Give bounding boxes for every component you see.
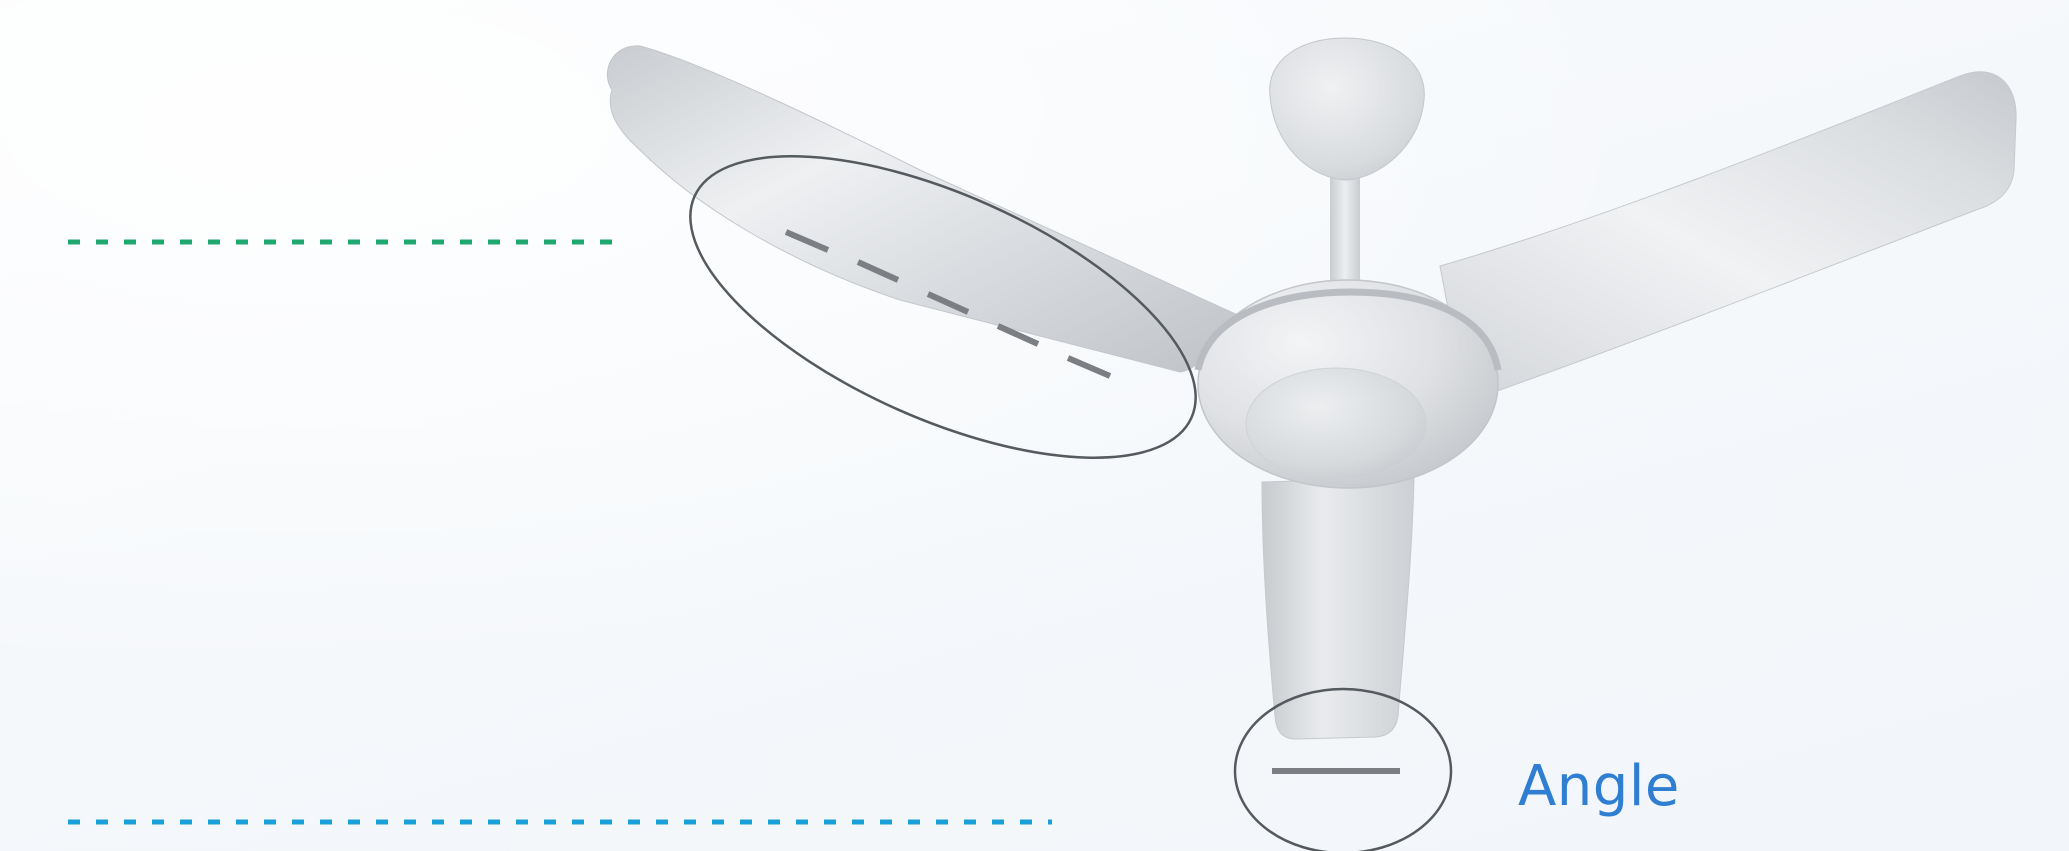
ceiling-canopy [1270,38,1425,180]
angle-label: Angle [1518,752,1680,822]
right-fan-blade [1440,72,2016,393]
left-fan-blade [607,46,1240,372]
blade-mark-5 [1068,358,1110,376]
bottom-fan-blade [1262,478,1414,739]
motor-bottom-cap [1246,368,1426,480]
